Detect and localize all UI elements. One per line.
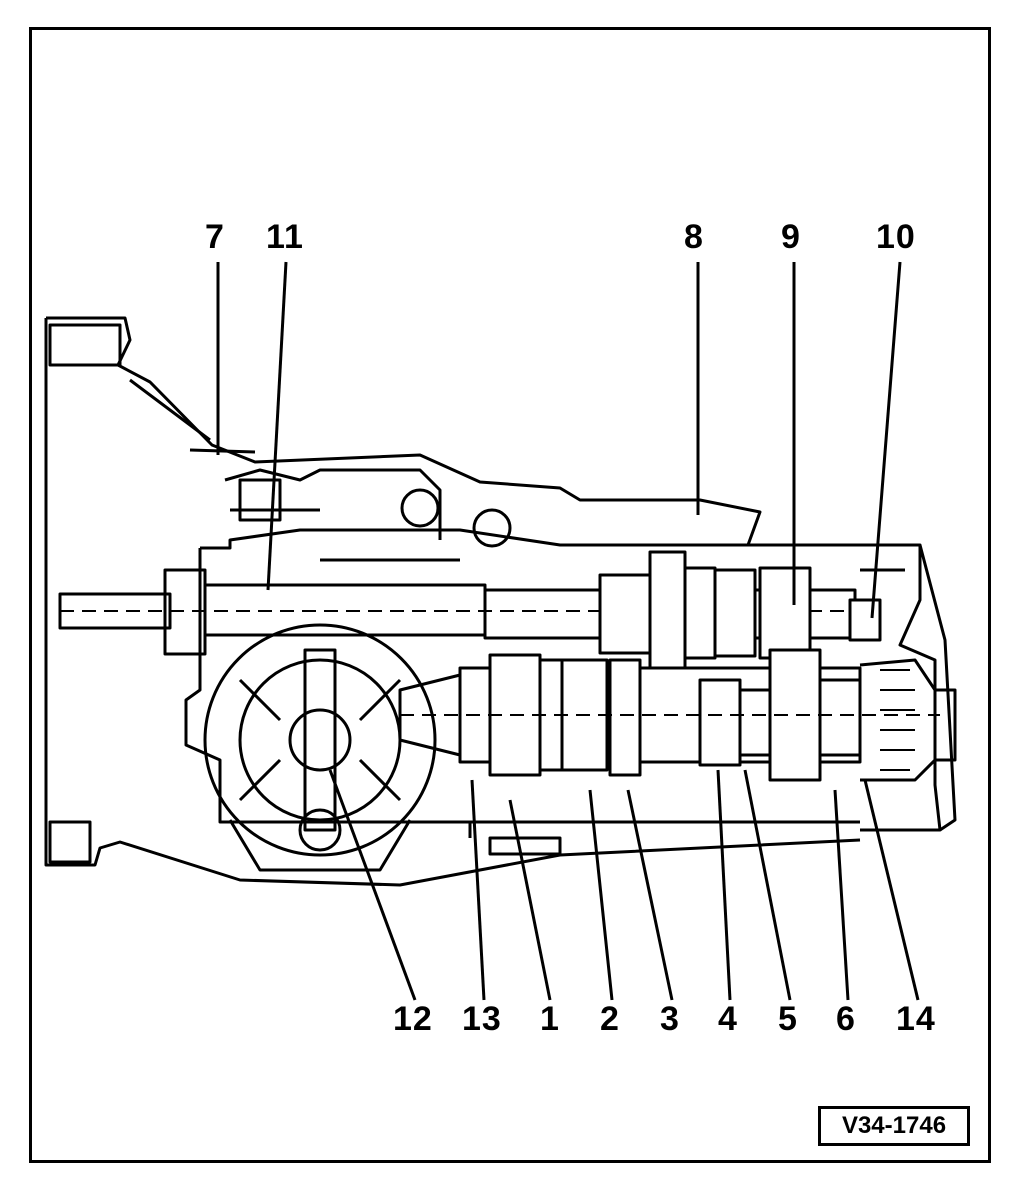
- leader-2: [588, 789, 614, 1001]
- leader-3: [626, 789, 674, 1001]
- callout-10: 10: [876, 218, 916, 256]
- differential: [203, 623, 437, 872]
- leader-12: [328, 769, 417, 1001]
- leader-lines: [216, 261, 920, 1001]
- callout-1: 1: [540, 1000, 560, 1038]
- leader-4: [716, 769, 732, 1001]
- leader-6: [833, 789, 850, 1001]
- callout-4: 4: [718, 1000, 738, 1038]
- drawing-frame: [29, 27, 991, 1163]
- leader-10: [870, 261, 902, 619]
- case-ribs: [468, 822, 562, 856]
- leader-1: [508, 799, 552, 1001]
- figure-id-label: V34-1746: [818, 1106, 970, 1146]
- callout-14: 14: [896, 1000, 936, 1038]
- callout-11: 11: [266, 218, 304, 256]
- bellhousing: [44, 316, 880, 887]
- callout-5: 5: [778, 1000, 798, 1038]
- callout-2: 2: [600, 1000, 620, 1038]
- input-shaft-gears: [598, 550, 882, 674]
- callout-3: 3: [660, 1000, 680, 1038]
- callout-6: 6: [836, 1000, 856, 1038]
- callout-12: 12: [393, 1000, 433, 1038]
- gearbox-case: [184, 528, 957, 832]
- callout-7: 7: [205, 218, 225, 256]
- leader-5: [743, 769, 792, 1001]
- rear-cover: [859, 658, 937, 782]
- leader-13: [470, 779, 486, 1001]
- selector-mechanism: [224, 468, 905, 572]
- output-shaft: [398, 648, 940, 782]
- callout-9: 9: [781, 218, 801, 256]
- leader-14: [863, 779, 920, 1001]
- leader-11: [266, 261, 288, 591]
- callout-13: 13: [462, 1000, 502, 1038]
- callout-8: 8: [684, 218, 704, 256]
